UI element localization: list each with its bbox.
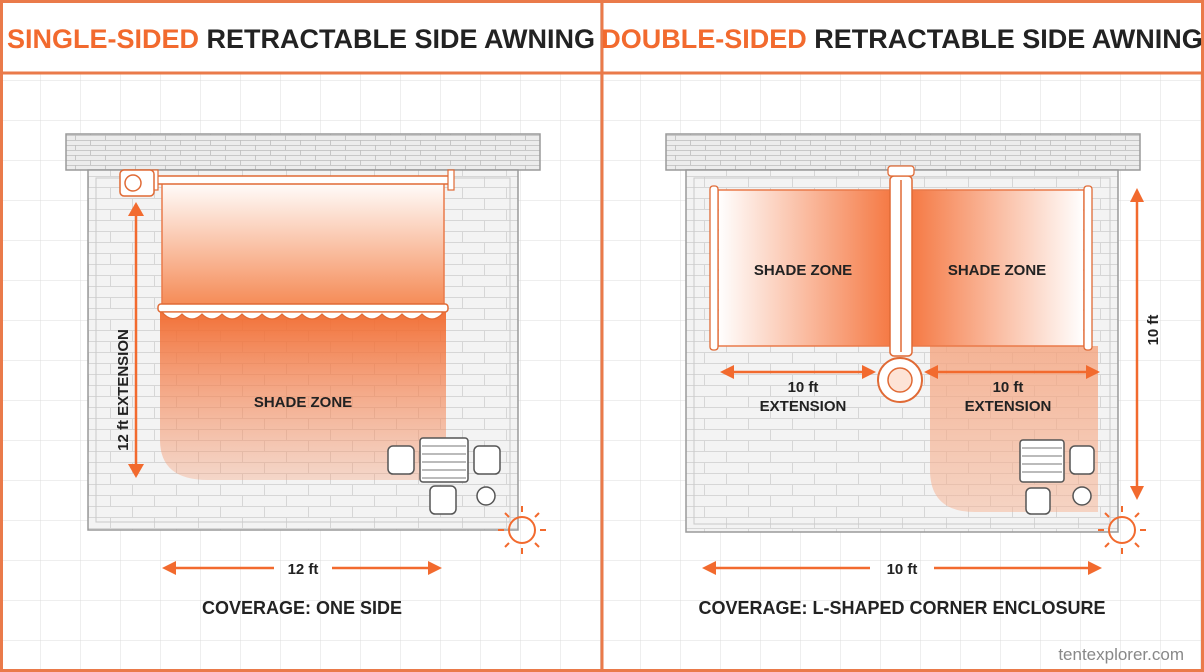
sun-icon — [1098, 506, 1146, 554]
left-plan: 12 ft EXTENSION SHADE ZONE — [65, 133, 546, 618]
left-shade-label: SHADE ZONE — [254, 394, 352, 411]
watermark-text: tentexplorer.com — [1058, 645, 1184, 664]
right-height-label: 10 ft — [1145, 315, 1162, 346]
right-title-rest: RETRACTABLE SIDE AWNING — [807, 24, 1203, 54]
right-ext-arrow-right — [924, 365, 1100, 379]
sun-icon — [498, 506, 546, 554]
left-coverage-label: COVERAGE: ONE SIDE — [202, 598, 402, 618]
left-shade-zone — [160, 312, 446, 480]
right-title-bar — [604, 3, 1201, 72]
right-title-accent: DOUBLE-SIDED — [601, 24, 807, 54]
right-wall-strip — [665, 133, 1141, 171]
right-ext-left-value: 10 ft — [788, 379, 819, 396]
right-ext-right-label: EXTENSION — [965, 398, 1052, 415]
right-width-arrow — [702, 561, 1102, 575]
right-coverage-label: COVERAGE: L-SHAPED CORNER ENCLOSURE — [698, 598, 1105, 618]
right-ext-left-label: EXTENSION — [760, 398, 847, 415]
heater-icon — [119, 169, 155, 197]
left-title: SINGLE-SIDED RETRACTABLE SIDE AWNING — [7, 24, 595, 54]
left-awning-bracket-right — [447, 169, 455, 191]
right-ext-arrow-left — [720, 365, 876, 379]
left-width-arrow — [162, 561, 442, 575]
center-post-cap — [887, 165, 915, 177]
left-awning-front-bar — [157, 303, 449, 313]
right-shade-label-right: SHADE ZONE — [948, 262, 1046, 279]
chair-icon — [387, 445, 501, 515]
right-title: DOUBLE-SIDED RETRACTABLE SIDE AWNING — [601, 24, 1203, 54]
planter-icon — [1072, 486, 1092, 506]
left-awning-canopy — [161, 179, 445, 307]
right-ext-right-value: 10 ft — [993, 379, 1024, 396]
left-title-accent: SINGLE-SIDED — [7, 24, 199, 54]
left-wall-strip — [65, 133, 541, 171]
right-screen-right-bar — [1083, 185, 1093, 351]
patio-table-icon — [1019, 439, 1065, 483]
left-awning-cassette — [155, 175, 453, 185]
right-screen-panel-left — [717, 189, 891, 347]
right-height-arrow — [1130, 188, 1144, 500]
chair-icon — [1025, 445, 1095, 515]
patio-table-icon — [419, 437, 469, 483]
center-post-base-inner — [887, 367, 913, 393]
left-extension-arrow — [128, 202, 144, 478]
right-screen-left-bar — [709, 185, 719, 351]
right-screen-panel-right — [911, 189, 1085, 347]
left-title-bar — [3, 3, 600, 72]
left-extension-label: 12 ft EXTENSION — [115, 329, 132, 451]
left-title-rest: RETRACTABLE SIDE AWNING — [199, 24, 595, 54]
right-width-label: 10 ft — [887, 561, 918, 578]
planter-icon — [476, 486, 496, 506]
right-shade-label-left: SHADE ZONE — [754, 262, 852, 279]
right-plan: SHADE ZONE SHADE ZONE 10 ft EXTENSION 10… — [665, 133, 1162, 618]
left-width-label: 12 ft — [288, 561, 319, 578]
left-awning-valance — [160, 311, 443, 320]
